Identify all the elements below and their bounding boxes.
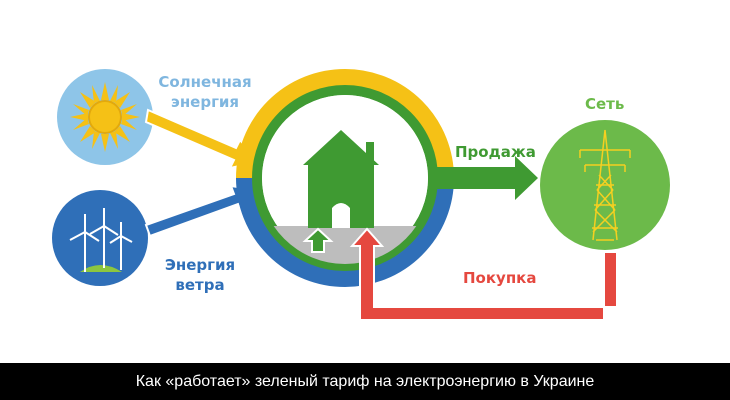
wind-turbines-icon	[69, 208, 133, 272]
caption: Как «работает» зеленый тариф на электроэ…	[135, 372, 595, 390]
up-arrow	[302, 227, 334, 253]
sell-label: Продажа	[455, 143, 536, 161]
wind-source	[52, 190, 148, 286]
buy-arrow	[349, 227, 618, 321]
grid-target	[540, 120, 670, 250]
wind-label-line2: ветра	[175, 276, 225, 294]
solar-label-line2: энергия	[170, 93, 240, 111]
solar-source	[57, 69, 153, 165]
solar-label-line1: Солнечная	[158, 73, 252, 91]
buy-label: Покупка	[463, 269, 537, 287]
power-tower-icon	[579, 129, 631, 241]
wind-label: Энергия ветра	[155, 255, 245, 295]
diagram-graphic	[52, 69, 670, 321]
house-icon	[303, 130, 379, 228]
wind-circle	[52, 190, 148, 286]
grid-label: Сеть	[585, 95, 625, 113]
caption-bar: Как «работает» зеленый тариф на электроэ…	[0, 363, 730, 400]
wind-label-line1: Энергия	[164, 256, 236, 274]
solar-label: Солнечная энергия	[150, 72, 260, 112]
sell-arrow	[433, 156, 538, 200]
diagram: Солнечная энергия Энергия ветра Продажа …	[52, 69, 670, 321]
sun-icon	[70, 82, 140, 152]
